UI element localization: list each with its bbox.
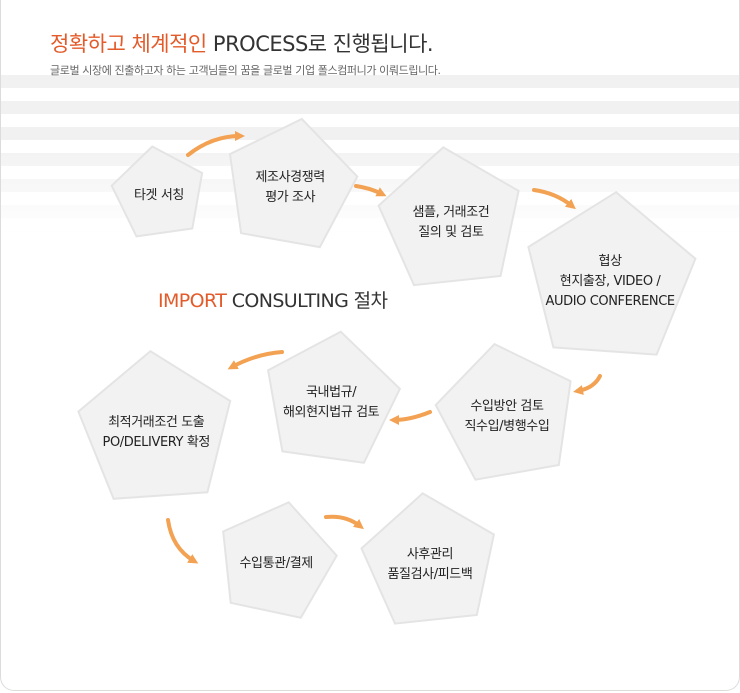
step-label-line: PO/DELIVERY 확정 xyxy=(102,435,211,450)
page-title: 정확하고 체계적인 PROCESS로 진행됩니다. xyxy=(50,28,434,58)
step-label-1: 타겟 서칭 xyxy=(134,186,184,206)
step-label-line: 수입방안 검토 xyxy=(470,399,544,414)
diagram-center-title: IMPORT CONSULTING 절차 xyxy=(158,286,388,313)
flow-arrow-1 xyxy=(186,131,245,157)
step-pentagon-1 xyxy=(110,145,204,238)
flow-arrow-5 xyxy=(389,410,432,425)
step-label-line: 제조사경쟁력 xyxy=(255,170,326,185)
page-subtitle: 글로벌 시장에 진출하고자 하는 고객님들의 꿈을 글로벌 기업 폴스컴퍼니가 … xyxy=(50,64,441,77)
step-label-line: AUDIO CONFERENCE xyxy=(545,294,676,309)
step-pentagon-9 xyxy=(360,492,496,625)
page-title-rest: PROCESS로 진행됩니다. xyxy=(206,32,434,56)
step-pentagon-7 xyxy=(77,349,232,500)
step-pentagon-8 xyxy=(222,501,338,619)
step-label-line: 현지출장, VIDEO / xyxy=(559,274,661,289)
step-label-line: 해외현지법규 검토 xyxy=(283,405,380,420)
step-pentagon-5 xyxy=(434,342,572,481)
step-pentagon-6 xyxy=(266,330,402,464)
step-label-8: 수입통관/결제 xyxy=(239,554,314,574)
step-label-line: 국내법규/ xyxy=(305,385,357,400)
flow-arrow-4 xyxy=(573,374,602,395)
step-label-line: 평가 조사 xyxy=(265,190,316,205)
step-label-line: 타겟 서칭 xyxy=(134,188,184,203)
step-label-line: 직수입/병행수입 xyxy=(464,419,550,434)
step-label-line: 품질검사/피드백 xyxy=(387,567,473,582)
step-pentagon-3 xyxy=(377,146,520,287)
flow-arrow-2 xyxy=(354,184,387,197)
step-label-line: 협상 xyxy=(598,254,623,269)
flow-arrow-6 xyxy=(227,350,284,370)
page-title-accent: 정확하고 체계적인 xyxy=(50,32,207,56)
step-label-line: 사후관리 xyxy=(406,547,454,562)
flow-arrow-7 xyxy=(166,518,199,564)
step-label-6: 국내법규/해외현지법규 검토 xyxy=(283,383,380,423)
step-label-7: 최적거래조건 도출 PO/DELIVERY 확정 xyxy=(102,413,211,453)
step-label-line: 최적거래조건 도출 xyxy=(108,415,205,430)
center-title-accent: IMPORT xyxy=(158,290,227,312)
flow-arrow-3 xyxy=(532,188,576,210)
step-label-line: 질의 및 검토 xyxy=(418,225,484,240)
center-title-rest: CONSULTING 절차 xyxy=(226,290,388,312)
step-label-line: 샘플, 거래조건 xyxy=(412,205,490,220)
step-pentagon-2 xyxy=(228,117,359,249)
flow-arrow-8 xyxy=(324,514,364,530)
step-label-line: 수입통관/결제 xyxy=(239,556,314,571)
step-pentagon-4 xyxy=(527,190,697,356)
